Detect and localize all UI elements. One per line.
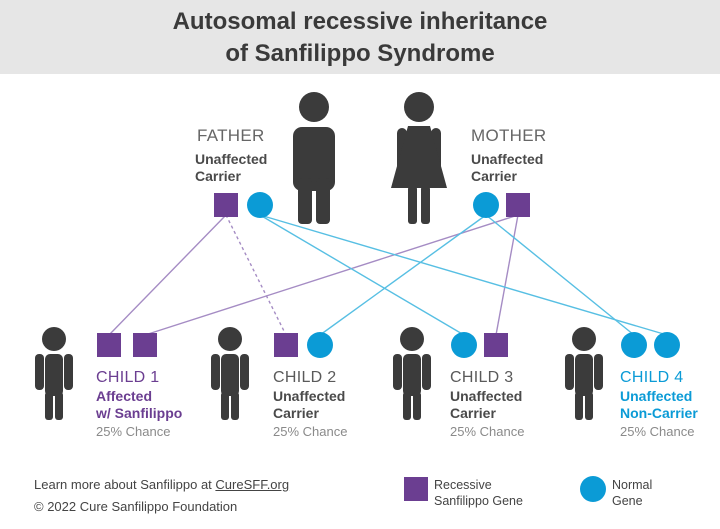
child-3-status-1: Unaffected (450, 388, 523, 404)
child-4-figure-icon (565, 327, 603, 420)
figures (35, 92, 603, 420)
child-1-status-2: w/ Sanfilippo (96, 405, 183, 421)
legend-recessive-line-2: Sanfilippo Gene (434, 494, 523, 508)
father-status-2: Carrier (195, 168, 241, 184)
child-3-recessive-gene-square (484, 333, 508, 357)
female-figure-icon (391, 92, 447, 224)
child-4-status-1: Unaffected (620, 388, 693, 404)
title-line-2: of Sanfilippo Syndrome (225, 40, 495, 67)
mother-status-1: Unaffected (471, 151, 544, 167)
child-2-label: CHILD 2 (273, 369, 337, 386)
legend-normal-line-2: Gene (612, 494, 643, 508)
child-4-chance: 25% Chance (620, 424, 695, 439)
child-1-figure-icon (35, 327, 73, 420)
child-1-recessive-gene-square (97, 333, 121, 357)
child-4-normal-gene-circle (654, 332, 680, 358)
learn-more-prefix: Learn more about Sanfilippo at (34, 477, 216, 492)
child-3-status-2: Carrier (450, 405, 496, 421)
child-2-figure-icon (211, 327, 249, 420)
child-2-chance: 25% Chance (273, 424, 348, 439)
father-recessive-gene-square (214, 193, 238, 217)
child-1-chance: 25% Chance (96, 424, 171, 439)
mother-recessive-gene-square (506, 193, 530, 217)
copyright-text: © 2022 Cure Sanfilippo Foundation (34, 499, 238, 514)
mother-normal-gene-circle (473, 192, 499, 218)
father-normal-gene-circle (247, 192, 273, 218)
learn-more-text: Learn more about Sanfilippo at CureSFF.o… (34, 478, 289, 491)
legend-normal-gene-circle (580, 476, 606, 502)
inheritance-line-7 (485, 214, 635, 336)
child-3-normal-gene-circle (451, 332, 477, 358)
father-status-1: Unaffected (195, 151, 268, 167)
child-3-label: CHILD 3 (450, 369, 514, 386)
mother-status-2: Carrier (471, 168, 517, 184)
male-figure-icon (293, 92, 335, 224)
inheritance-line-8 (259, 214, 668, 336)
child-1-recessive-gene-square (133, 333, 157, 357)
child-2-status-2: Carrier (273, 405, 319, 421)
inheritance-lines (108, 214, 668, 336)
legend-recessive-gene-square (404, 477, 428, 501)
child-1-label: CHILD 1 (96, 369, 160, 386)
inheritance-line-3 (225, 214, 287, 336)
inheritance-line-4 (319, 214, 487, 336)
child-4-label: CHILD 4 (620, 369, 684, 386)
title-line-1: Autosomal recessive inheritance (172, 8, 548, 35)
inheritance-line-6 (495, 214, 519, 336)
child-3-figure-icon (393, 327, 431, 420)
title-banner: Autosomal recessive inheritance of Sanfi… (0, 0, 720, 74)
inheritance-line-1 (108, 214, 227, 336)
father-label: FATHER (197, 126, 265, 145)
legend-normal-line-1: Normal (612, 478, 653, 492)
inheritance-line-5 (259, 214, 465, 336)
child-2-recessive-gene-square (274, 333, 298, 357)
mother-label: MOTHER (471, 126, 547, 145)
child-2-normal-gene-circle (307, 332, 333, 358)
child-4-status-2: Non-Carrier (620, 405, 698, 421)
child-4-normal-gene-circle (621, 332, 647, 358)
child-2-status-1: Unaffected (273, 388, 346, 404)
child-3-chance: 25% Chance (450, 424, 525, 439)
gene-markers (97, 192, 680, 502)
curesff-link[interactable]: CureSFF.org (215, 477, 290, 492)
child-1-status-1: Affected (96, 388, 153, 404)
legend-recessive-line-1: Recessive (434, 478, 492, 492)
inheritance-line-2 (144, 214, 519, 336)
